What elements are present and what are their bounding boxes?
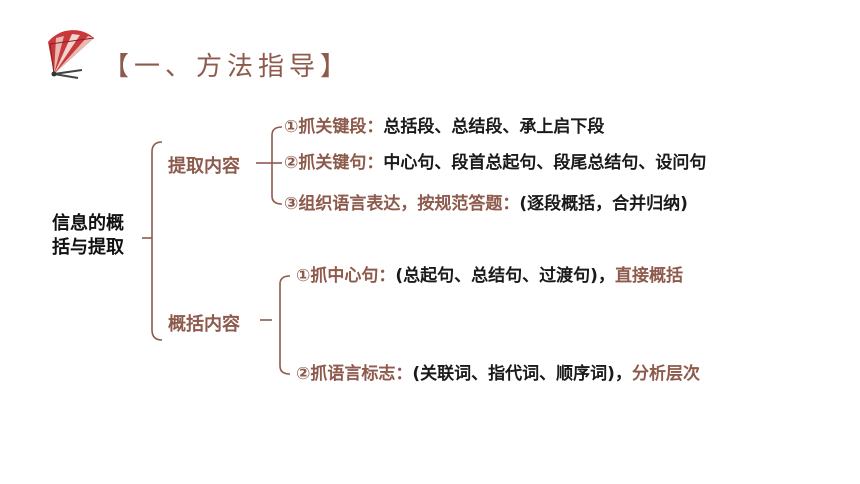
branch-summarize: 概括内容 — [168, 314, 240, 335]
leaf-content: (关联词、指代词、顺序词)， — [412, 364, 632, 384]
leaf-content: (总起句、总结句、过渡句)， — [395, 266, 615, 286]
leaf-label: ②抓关键句： — [284, 153, 384, 173]
folding-fan-icon — [48, 30, 95, 79]
leaf-key-paragraph: ①抓关键段：总括段、总结段、承上启下段 — [284, 116, 604, 138]
leaf-central-sentence: ①抓中心句：(总起句、总结句、过渡句)，直接概括 — [296, 265, 683, 287]
leaf-content: (逐段概括，合并归纳) — [519, 194, 688, 214]
root-node: 信息的概 括与提取 — [52, 212, 124, 260]
leaf-content: 中心句、段首总起句、段尾总结句、设问句 — [383, 153, 707, 173]
root-line-2: 括与提取 — [52, 237, 124, 258]
leaf-label: ①抓关键段： — [284, 117, 384, 137]
page-title: 【一、方法指导】 — [103, 52, 352, 82]
leaf-language-markers: ②抓语言标志：(关联词、指代词、顺序词)，分析层次 — [296, 363, 700, 385]
leaf-label: ①抓中心句： — [296, 266, 396, 286]
leaf-tail: 分析层次 — [631, 364, 700, 384]
leaf-key-sentence: ②抓关键句：中心句、段首总起句、段尾总结句、设问句 — [284, 152, 706, 174]
leaf-label: ②抓语言标志： — [296, 364, 413, 384]
root-line-1: 信息的概 — [52, 213, 124, 234]
leaf-organize-language: ③组织语言表达，按规范答题：(逐段概括，合并归纳) — [284, 193, 688, 215]
leaf-tail: 直接概括 — [614, 266, 683, 286]
leaf-content: 总括段、总结段、承上启下段 — [383, 117, 605, 137]
branch-extract: 提取内容 — [168, 156, 240, 177]
leaf-label: ③组织语言表达，按规范答题： — [284, 194, 520, 214]
